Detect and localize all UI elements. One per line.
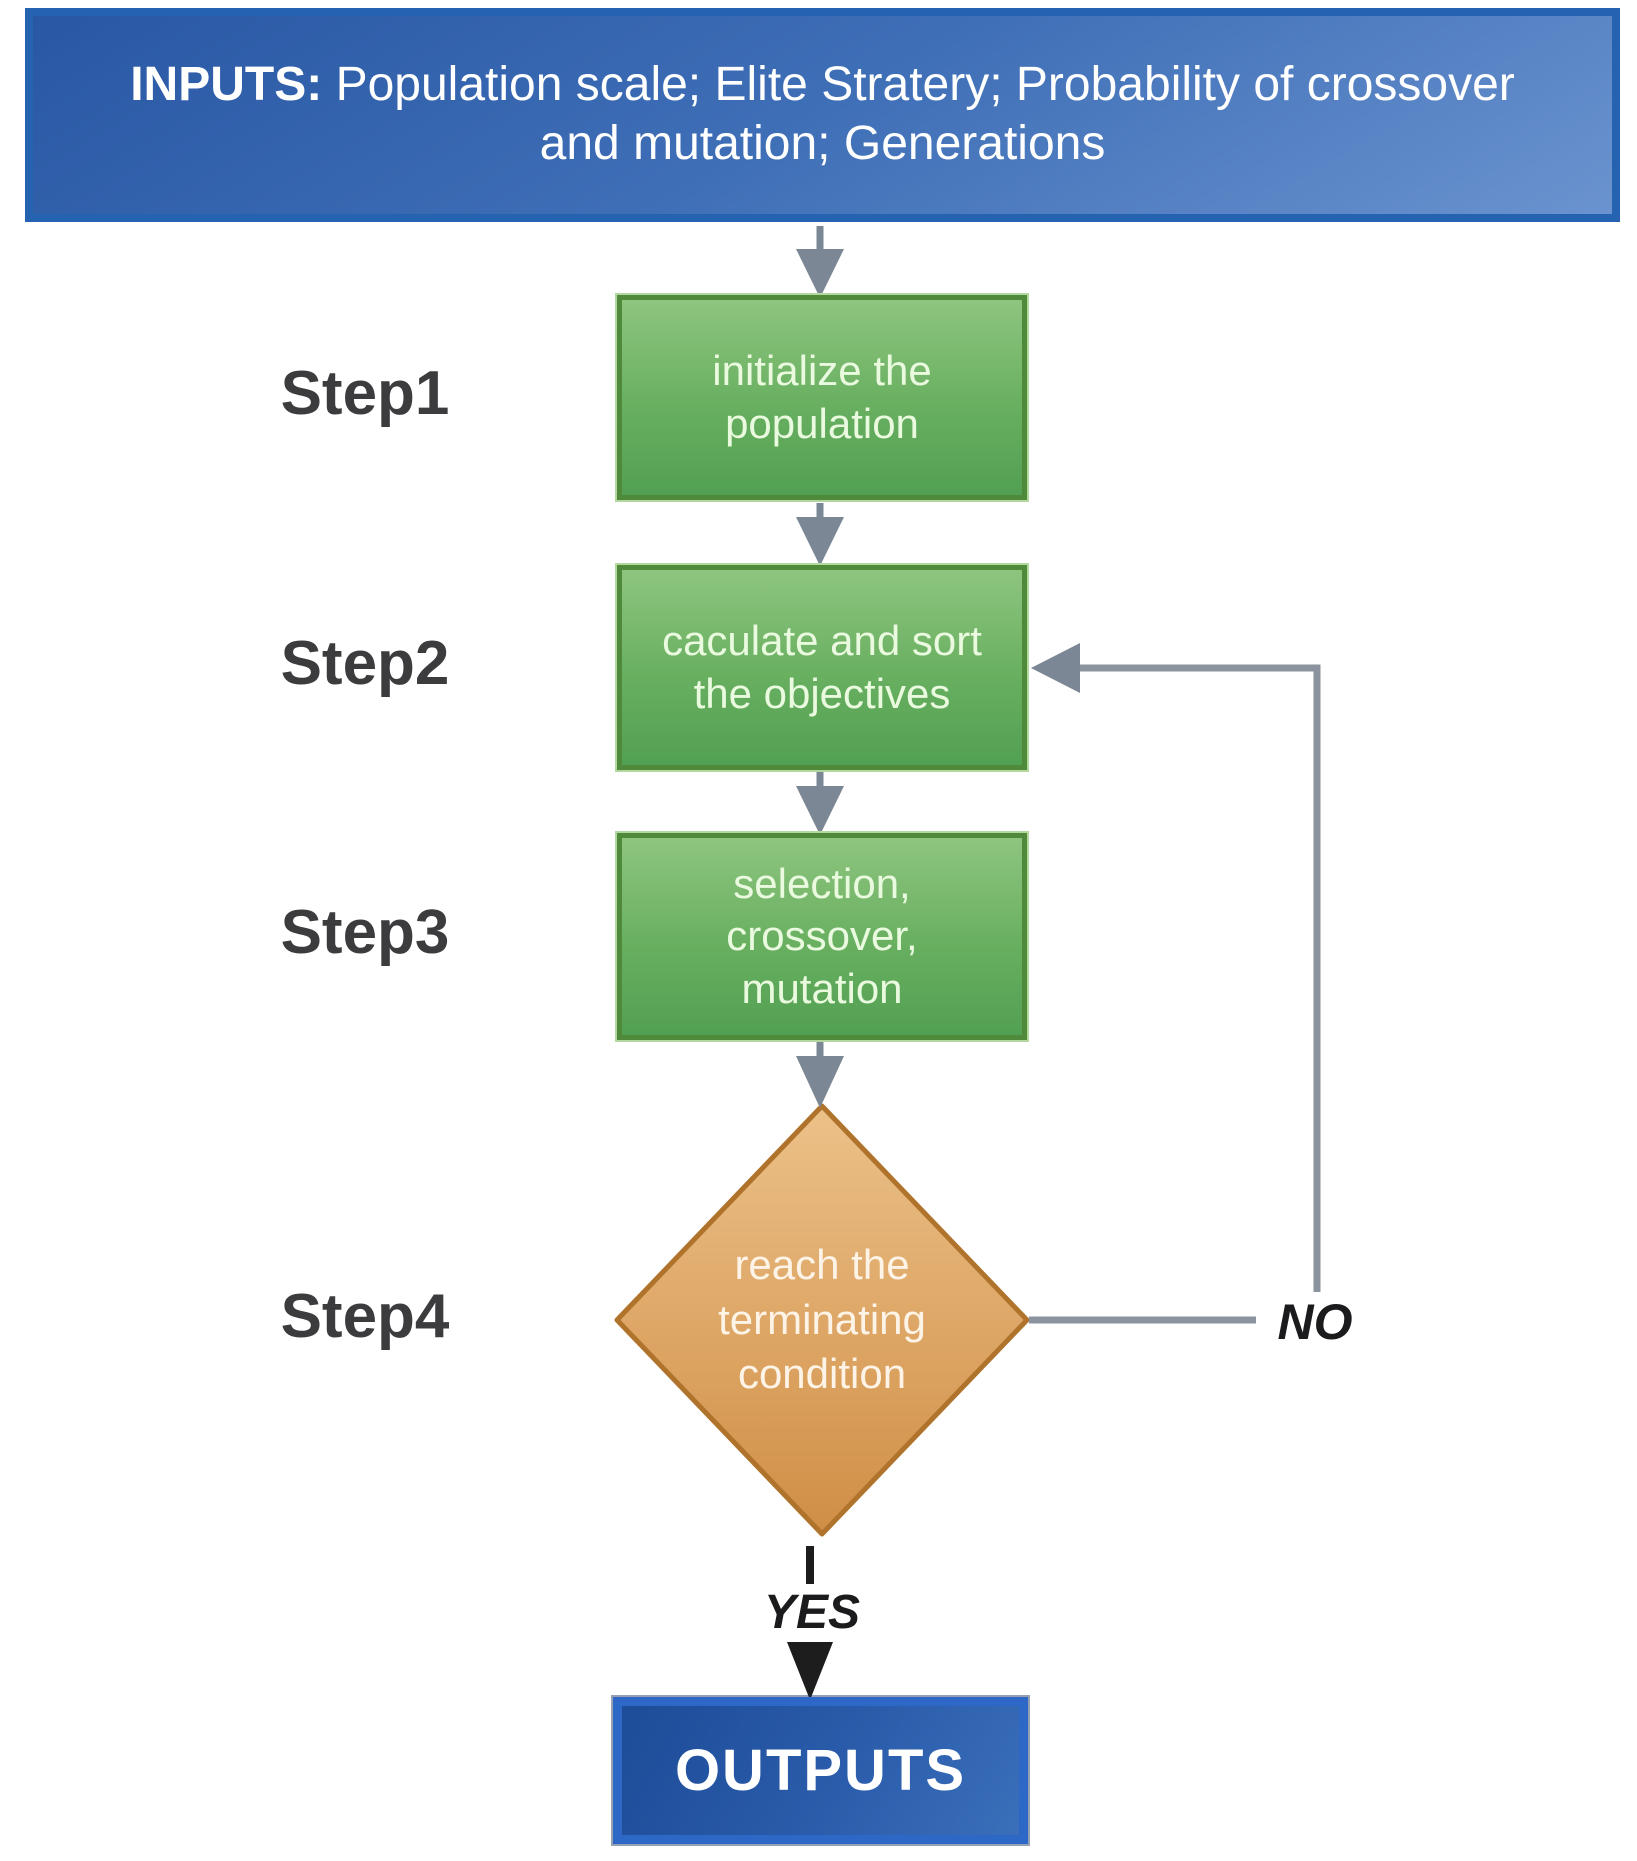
step1-process-text: initialize the population	[712, 347, 932, 447]
step3-label: Step3	[280, 898, 450, 967]
yes-connector	[787, 1546, 833, 1700]
arrow-inputs-to-step1	[796, 226, 844, 298]
no-loop-arrowhead	[1031, 643, 1080, 693]
step3-process-text: selection, crossover, mutation	[726, 859, 918, 1012]
inputs-banner-text: INPUTS: Population scale; Elite Stratery…	[88, 56, 1558, 173]
inputs-label: INPUTS:	[130, 58, 323, 112]
step2-process-box: caculate and sort the objectives	[617, 565, 1027, 770]
step1-label: Step1	[280, 359, 450, 428]
step1-process-box: initialize the population	[617, 295, 1027, 500]
step2-label: Step2	[280, 629, 450, 698]
yes-edge-label: YES	[763, 1586, 861, 1639]
step3-process-box: selection, crossover, mutation	[617, 833, 1027, 1040]
inputs-detail: Population scale; Elite Stratery; Probab…	[335, 58, 1515, 170]
arrow-step2-to-step3	[796, 772, 844, 835]
outputs-text: OUTPUTS	[674, 1738, 967, 1803]
arrow-step1-to-step2	[796, 503, 844, 566]
yes-arrowhead	[787, 1642, 833, 1700]
decision-diamond-shape	[614, 1103, 1030, 1537]
decision-text: reach the terminating condition	[718, 1241, 926, 1398]
inputs-banner: INPUTS: Population scale; Elite Stratery…	[25, 8, 1620, 222]
outputs-box: OUTPUTS	[613, 1697, 1028, 1844]
no-loop-connector	[1029, 643, 1321, 1324]
step2-process-text: caculate and sort the objectives	[662, 617, 982, 717]
no-edge-label: NO	[1277, 1294, 1353, 1350]
arrow-step3-to-decision	[796, 1042, 844, 1108]
step4-label: Step4	[280, 1282, 450, 1351]
